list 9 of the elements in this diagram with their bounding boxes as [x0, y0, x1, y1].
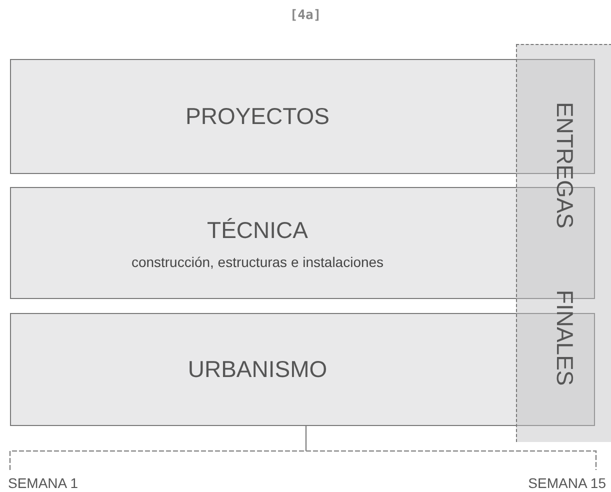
band-subtitle: construcción, estructuras e instalaciones [131, 254, 385, 270]
vertical-label: ENTREGAS FINALES [551, 102, 578, 386]
band-title: PROYECTOS [186, 103, 330, 130]
week-label: SEMANA 1 [8, 475, 78, 491]
overlay-band [516, 44, 611, 442]
band-title: TÉCNICA [207, 216, 309, 244]
figure-title: [4a] [288, 8, 322, 23]
week-label: SEMANA 15 [528, 475, 606, 491]
band-title: URBANISMO [188, 356, 328, 383]
